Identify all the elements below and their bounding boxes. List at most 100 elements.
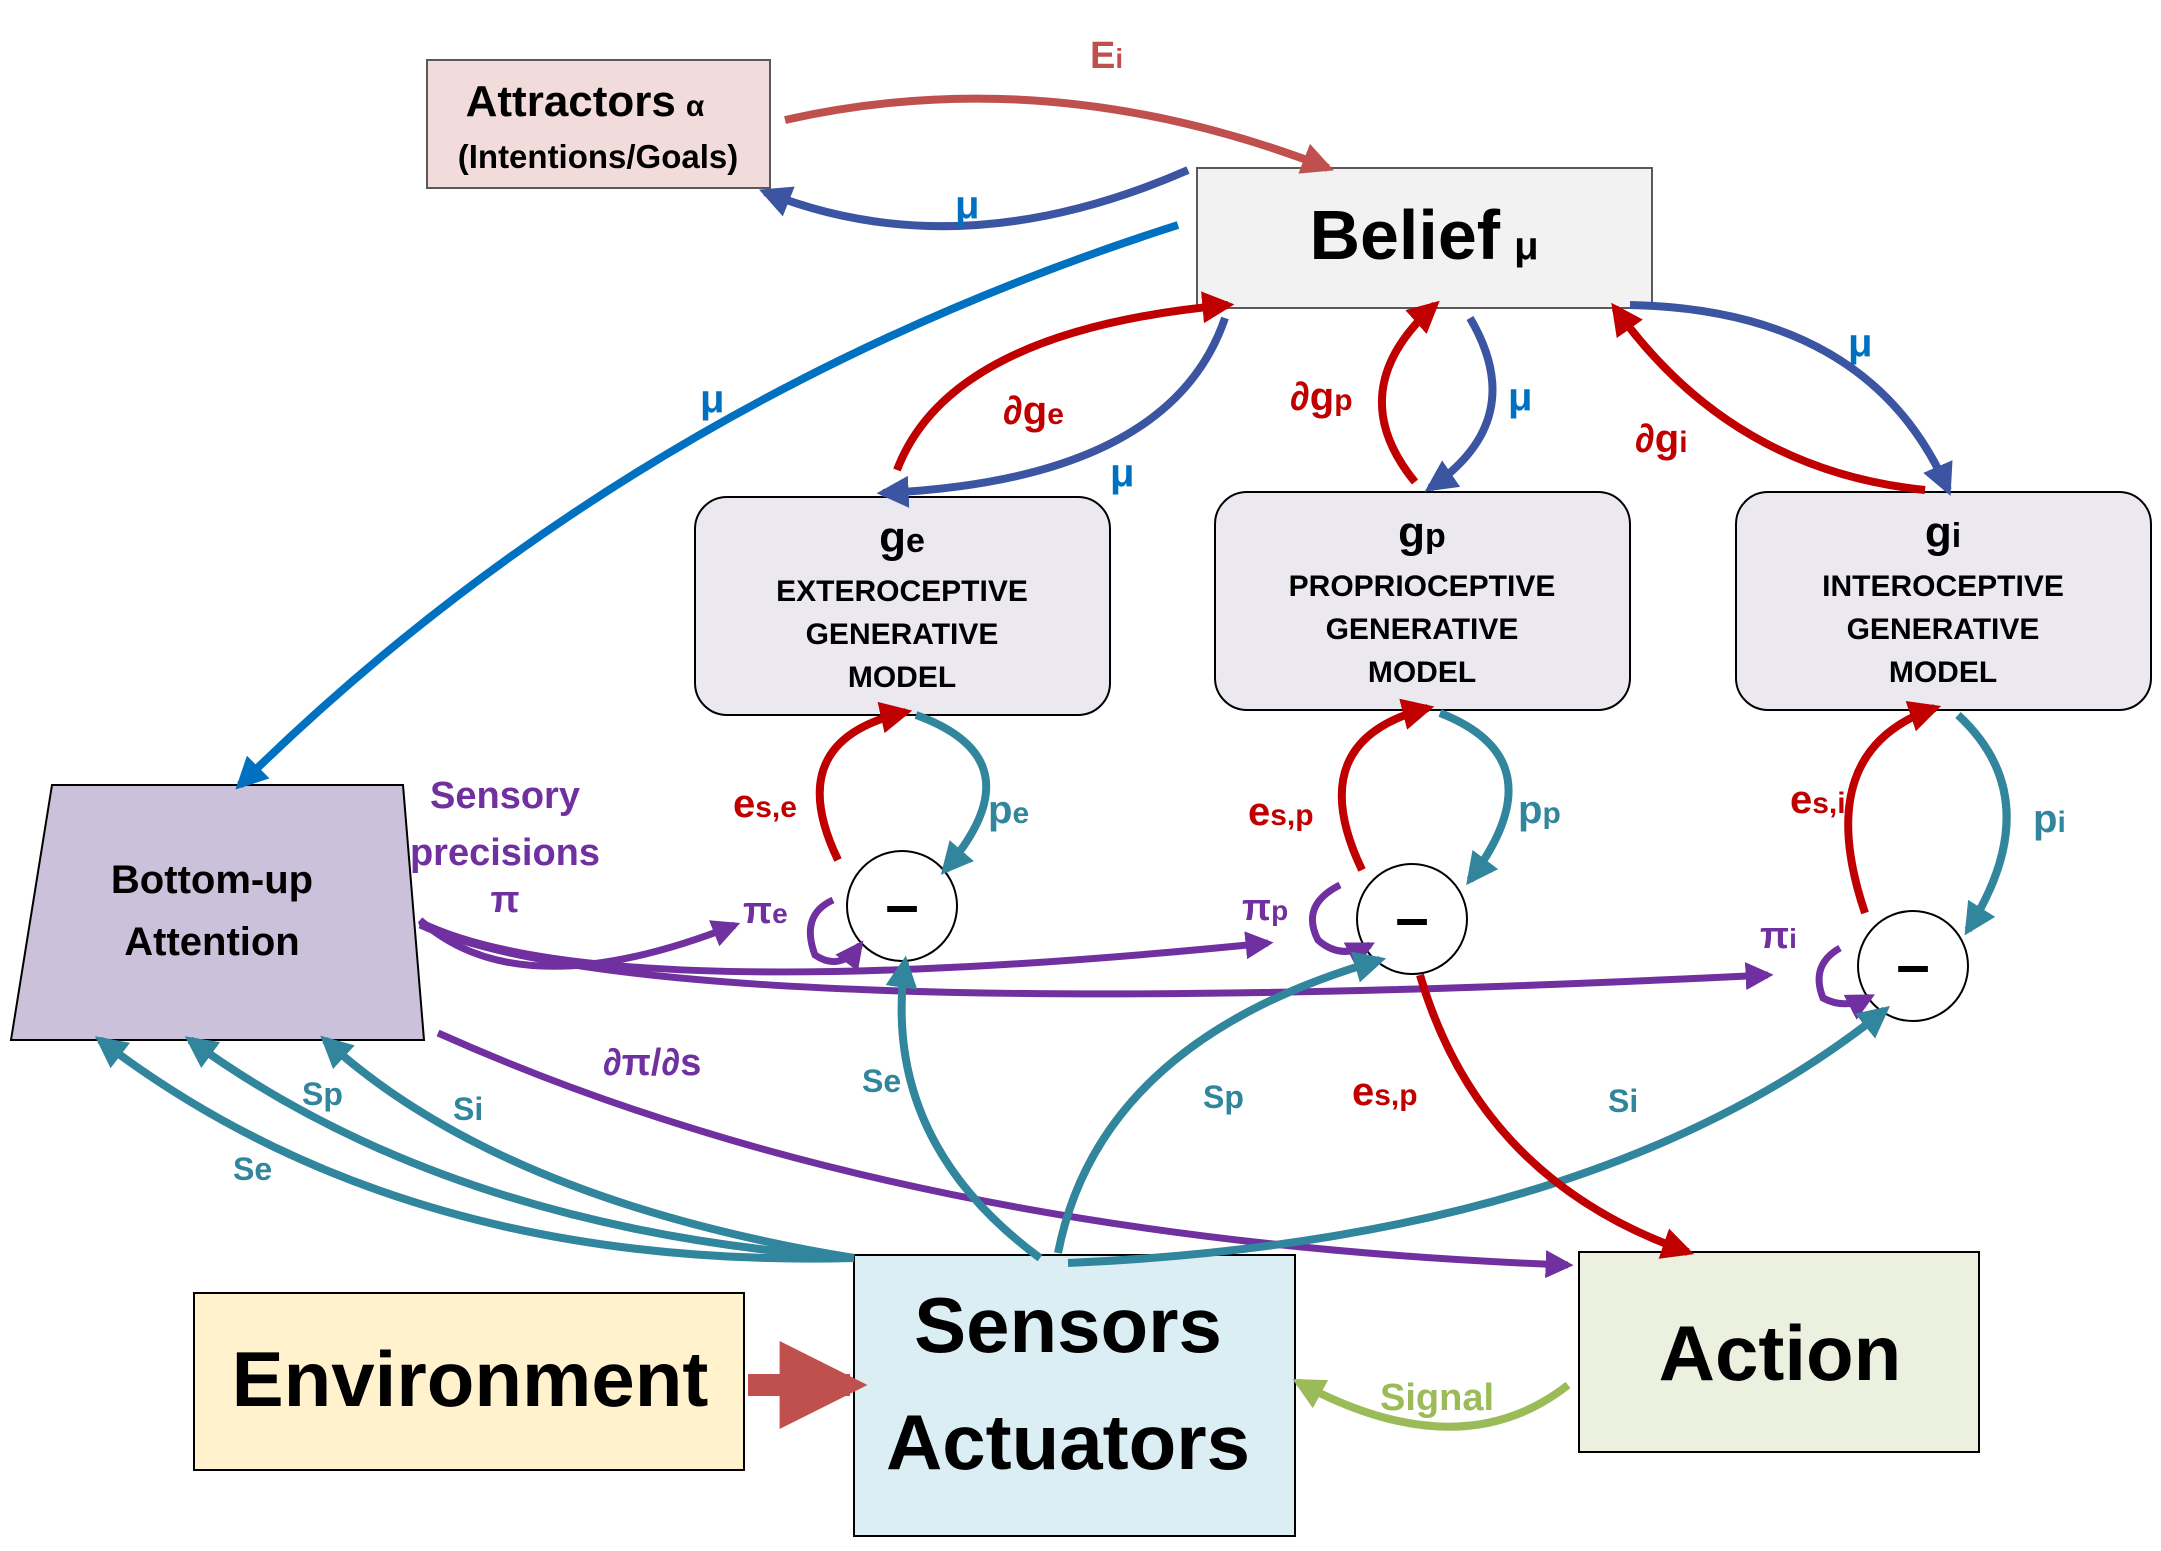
arrow-si-attention: [320, 1035, 855, 1262]
gi-sub: i: [1952, 517, 1961, 555]
comparator-exteroceptive: –: [846, 850, 958, 962]
action-label: Action: [1659, 1309, 1902, 1397]
label-mu-p: μ: [1508, 375, 1532, 419]
arrow-dge: [893, 291, 1235, 472]
label-precisions: precisions: [410, 832, 600, 874]
arrow-sp-attention: [184, 1036, 855, 1262]
ge-g: g: [879, 513, 906, 562]
environment-box: Environment: [193, 1292, 745, 1471]
attractors-subtitle: (Intentions/Goals): [458, 138, 739, 175]
label-p-e: pe: [988, 788, 1029, 832]
gi-line1: INTEROCEPTIVE: [1822, 570, 2064, 603]
arrow-p-i: [1955, 712, 2011, 936]
arrow-precision-e: [417, 917, 741, 970]
ge-line3: MODEL: [848, 661, 956, 694]
proprioceptive-model-box: gp PROPRIOCEPTIVE GENERATIVE MODEL: [1214, 491, 1631, 711]
label-sp-left: Sp: [302, 1076, 343, 1112]
precision-loop-e: [806, 896, 864, 972]
label-pi-e: πe: [743, 890, 788, 932]
label-pi-p: πp: [1242, 887, 1288, 929]
arrow-dpi-ds: [436, 1029, 1574, 1279]
precision-loop-i: [1815, 944, 1875, 1020]
arrow-esp-action: [1416, 973, 1695, 1259]
attention-line1: Bottom-up: [111, 858, 313, 902]
arrow-mu-to-attention: [235, 221, 1180, 790]
label-es-i: es,i: [1790, 778, 1846, 822]
arrow-sp-comparator: [1054, 951, 1387, 1254]
attractors-title: Attractors: [466, 77, 676, 126]
ge-line2: GENERATIVE: [806, 618, 999, 651]
gp-line3: MODEL: [1368, 656, 1476, 689]
gp-line2: GENERATIVE: [1326, 613, 1519, 646]
label-mu-attractors: μ: [955, 183, 979, 227]
action-box: Action: [1578, 1251, 1980, 1453]
label-se-mid: Se: [862, 1063, 901, 1099]
svg-text:ge: ge: [879, 513, 925, 562]
label-signal: Signal: [1380, 1377, 1494, 1419]
attention-line2: Attention: [124, 920, 300, 964]
interoceptive-model-box: gi INTEROCEPTIVE GENERATIVE MODEL: [1735, 491, 2152, 711]
label-dgp: ∂gp: [1290, 375, 1353, 419]
environment-label: Environment: [232, 1335, 709, 1423]
arrow-p-e: [914, 711, 991, 875]
arrow-ei: [784, 94, 1334, 174]
bottom-up-attention-box: Bottom-up Attention: [9, 784, 426, 1041]
label-mu-i: μ: [1848, 321, 1872, 365]
sensors-label: Sensors: [914, 1281, 1222, 1369]
gi-g: g: [1925, 508, 1952, 557]
arrow-mu-to-attractors: [759, 166, 1190, 231]
label-es-e: es,e: [733, 782, 797, 826]
arrow-precision-i: [418, 921, 1774, 998]
label-es-p: es,p: [1248, 790, 1314, 834]
arrow-mu-p: [1424, 315, 1497, 492]
belief-symbol: μ: [1514, 224, 1538, 268]
label-sensory: Sensory: [430, 775, 580, 817]
minus-sign: –: [1395, 884, 1428, 951]
label-dgi: ∂gi: [1635, 417, 1688, 461]
label-mu-e: μ: [1110, 451, 1134, 495]
belief-title: Belief: [1309, 196, 1500, 274]
label-dpi-ds: ∂π/∂s: [603, 1042, 701, 1084]
ge-line1: EXTEROCEPTIVE: [776, 575, 1028, 608]
label-sp-mid: Sp: [1203, 1079, 1244, 1115]
label-mu-attention: μ: [700, 377, 724, 421]
arrow-p-p: [1438, 709, 1513, 886]
gp-line1: PROPRIOCEPTIVE: [1289, 570, 1556, 603]
arrow-si-comparator: [1067, 1005, 1890, 1267]
arrow-se-comparator: [885, 955, 1043, 1262]
comparator-proprioceptive: –: [1356, 863, 1468, 975]
minus-sign: –: [885, 871, 918, 938]
svg-text:gp: gp: [1398, 508, 1446, 557]
actuators-label: Actuators: [886, 1398, 1250, 1486]
minus-sign: –: [1896, 931, 1929, 998]
label-p-p: pp: [1518, 788, 1561, 832]
label-ei: Ei: [1090, 35, 1123, 77]
label-si-left: Si: [453, 1091, 483, 1127]
gp-g: g: [1398, 508, 1425, 557]
label-dge: ∂ge: [1003, 389, 1064, 433]
arrow-es-e: [815, 701, 913, 862]
label-es-p-action: es,p: [1352, 1070, 1418, 1114]
arrow-mu-e: [876, 316, 1229, 508]
svg-text:gi: gi: [1925, 508, 1961, 557]
label-p-i: pi: [2033, 797, 2066, 841]
sensors-actuators-box: Sensors Actuators: [853, 1254, 1296, 1537]
arrow-signal: [1292, 1378, 1571, 1431]
arrow-es-i: [1844, 701, 1942, 915]
exteroceptive-model-box: ge EXTEROCEPTIVE GENERATIVE MODEL: [694, 496, 1111, 716]
gi-line3: MODEL: [1889, 656, 1997, 689]
label-se-left: Se: [233, 1151, 272, 1187]
label-si-mid: Si: [1608, 1083, 1638, 1119]
arrow-dgp: [1378, 300, 1440, 485]
label-pi-i: πi: [1760, 915, 1797, 957]
ge-sub: e: [906, 522, 925, 560]
gp-sub: p: [1425, 517, 1446, 555]
precision-loop-p: [1308, 881, 1376, 968]
arrow-mu-i: [1629, 301, 1953, 496]
arrow-dgi: [1611, 302, 1926, 494]
